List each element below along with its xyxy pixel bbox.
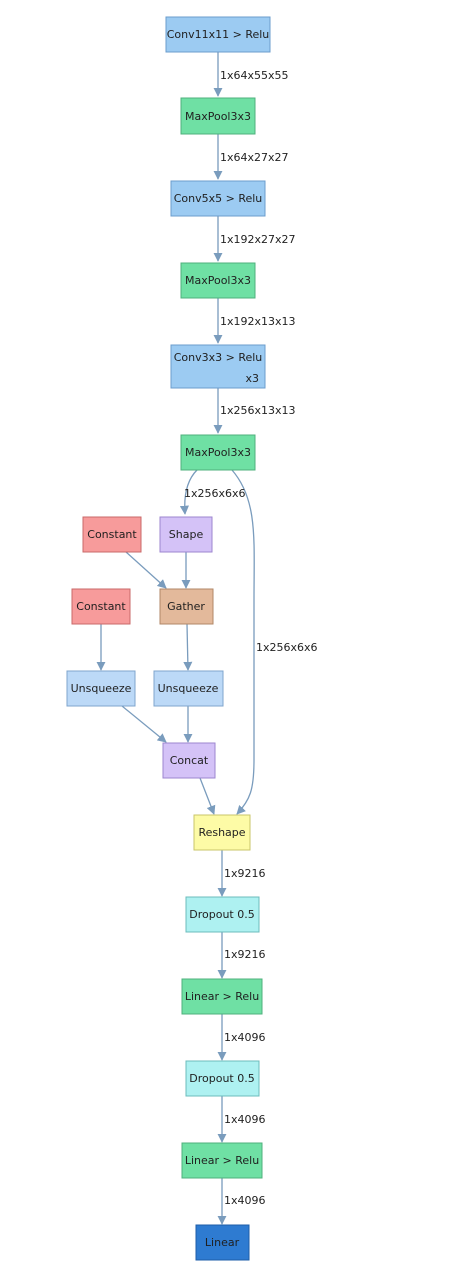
node-pool2[interactable]: MaxPool3x3 [180, 262, 256, 299]
node-label-conv3: Conv3x3 > Relu [174, 351, 263, 364]
node-reshape[interactable]: Reshape [193, 814, 251, 851]
node-conv3[interactable]: Conv3x3 > Relu x3 [170, 344, 266, 389]
edge-pool3-shape [179, 469, 198, 515]
edge-label-pool3-shape: 1x256x6x6 [184, 487, 246, 500]
node-label-gather: Gather [167, 600, 205, 613]
edge-label-conv3-pool3: 1x256x13x13 [220, 404, 296, 417]
edge-label-lin1-drop2: 1x4096 [224, 1031, 266, 1044]
node-constant-1[interactable]: Constant [82, 516, 142, 553]
node-label-concat: Concat [170, 754, 209, 767]
edge-pool3-reshape [231, 469, 255, 815]
node-label-linear-relu-1: Linear > Relu [185, 990, 259, 1003]
node-label-reshape: Reshape [198, 826, 245, 839]
node-label-pool2: MaxPool3x3 [185, 274, 251, 287]
node-label-pool3: MaxPool3x3 [185, 446, 251, 459]
edges [96, 52, 255, 1225]
node-linear-relu-2[interactable]: Linear > Relu [181, 1142, 263, 1179]
node-constant-2[interactable]: Constant [71, 588, 131, 625]
node-dropout-1[interactable]: Dropout 0.5 [185, 896, 260, 933]
node-label-pool1: MaxPool3x3 [185, 110, 251, 123]
edge-label-pool3-reshape: 1x256x6x6 [256, 641, 318, 654]
edge-label-pool1-conv2: 1x64x27x27 [220, 151, 289, 164]
node-linear-relu-1[interactable]: Linear > Relu [181, 978, 263, 1015]
edge-label-pool2-conv3: 1x192x13x13 [220, 315, 296, 328]
node-label-conv2: Conv5x5 > Relu [174, 192, 263, 205]
node-label-constant-2: Constant [76, 600, 126, 613]
node-pool3[interactable]: MaxPool3x3 [180, 434, 256, 471]
edge-unsq1-concat [121, 705, 167, 743]
node-label-linear-output: Linear [205, 1236, 240, 1249]
node-label-constant-1: Constant [87, 528, 137, 541]
edge-gather-unsq2 [183, 623, 193, 671]
node-label-unsqueeze-2: Unsqueeze [158, 682, 219, 695]
node-dropout-2[interactable]: Dropout 0.5 [185, 1060, 260, 1097]
node-shape[interactable]: Shape [159, 516, 213, 553]
node-label-dropout-1: Dropout 0.5 [189, 908, 254, 921]
node-pool1[interactable]: MaxPool3x3 [180, 97, 256, 135]
edge-const1-gather [125, 551, 167, 589]
nodes: Conv11x11 > Relu MaxPool3x3 Conv5x5 > Re… [66, 16, 271, 1261]
edge-label-reshape-drop1: 1x9216 [224, 867, 266, 880]
edge-label-drop1-lin1: 1x9216 [224, 948, 266, 961]
node-label-conv1: Conv11x11 > Relu [167, 28, 270, 41]
node-conv1[interactable]: Conv11x11 > Relu [165, 16, 271, 53]
edge-label-conv1-pool1: 1x64x55x55 [220, 69, 289, 82]
node-label-dropout-2: Dropout 0.5 [189, 1072, 254, 1085]
node-conv2[interactable]: Conv5x5 > Relu [170, 180, 266, 217]
node-linear-output[interactable]: Linear [195, 1224, 250, 1261]
node-label-shape: Shape [169, 528, 204, 541]
node-label-unsqueeze-1: Unsqueeze [71, 682, 132, 695]
node-concat[interactable]: Concat [162, 742, 216, 779]
node-gather[interactable]: Gather [159, 588, 214, 625]
edge-labels: 1x64x55x55 1x64x27x27 1x192x27x27 1x192x… [184, 69, 318, 1207]
edge-label-lin2-lin3: 1x4096 [224, 1194, 266, 1207]
edge-concat-reshape [199, 777, 216, 815]
node-label-linear-relu-2: Linear > Relu [185, 1154, 259, 1167]
node-unsqueeze-2[interactable]: Unsqueeze [153, 670, 224, 707]
node-sublabel-conv3: x3 [245, 372, 259, 385]
node-unsqueeze-1[interactable]: Unsqueeze [66, 670, 136, 707]
edge-label-drop2-lin2: 1x4096 [224, 1113, 266, 1126]
edge-label-conv2-pool2: 1x192x27x27 [220, 233, 296, 246]
